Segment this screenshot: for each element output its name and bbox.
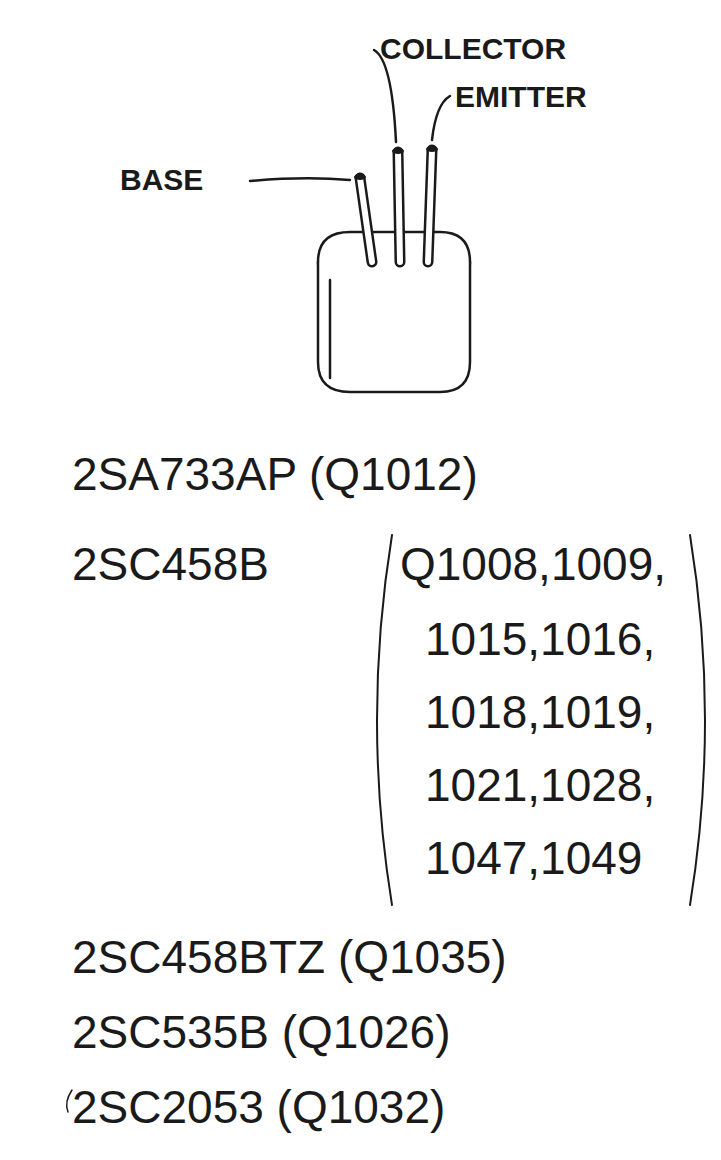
reference-list: Q1008,1009,: [400, 541, 666, 587]
pin-name: EMITTER: [455, 82, 587, 112]
pin-name: BASE: [120, 165, 203, 195]
transistor-leads: [354, 146, 438, 262]
part-number: 2SC458B: [72, 541, 269, 587]
pin-name: COLLECTOR: [380, 34, 566, 64]
part-number: 2SC2053 (Q1032): [72, 1084, 445, 1130]
transistor-body: [318, 232, 470, 392]
part-number: 2SA733AP (Q1012): [72, 451, 478, 497]
part-number: 2SC535B (Q1026): [72, 1009, 450, 1055]
reference-list: 1018,1019,: [425, 689, 655, 735]
reference-list: 1015,1016,: [425, 616, 655, 662]
bracket: [67, 535, 705, 1112]
part-number: 2SC458BTZ (Q1035): [72, 934, 507, 980]
reference-list: 1047,1049: [425, 835, 642, 881]
reference-list: 1021,1028,: [425, 762, 655, 808]
leader-lines: [250, 50, 450, 181]
